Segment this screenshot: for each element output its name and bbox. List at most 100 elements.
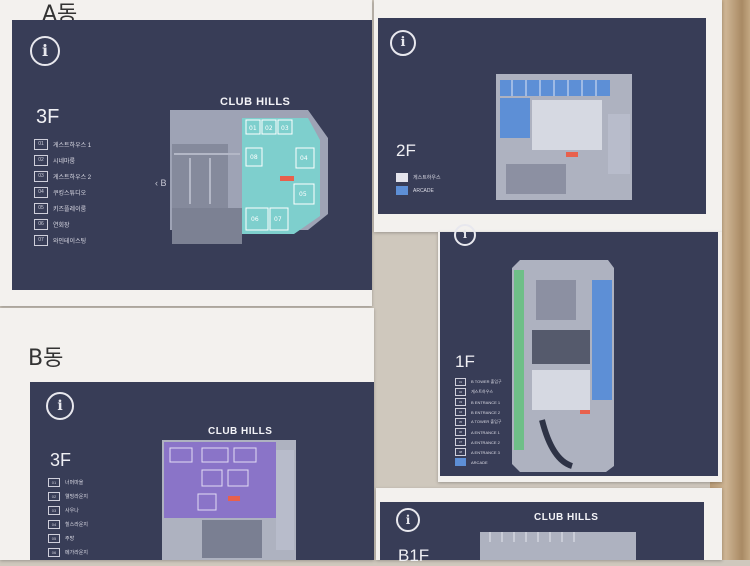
room-outlines bbox=[245, 119, 315, 231]
legend-label: A ENTRANCE 2 bbox=[471, 439, 500, 445]
legend-number: 04 bbox=[48, 520, 60, 529]
info-icon: i bbox=[30, 36, 60, 66]
legend-number: 03 bbox=[34, 171, 48, 182]
paper-b-b1f: i CLUB HILLS B1F bbox=[376, 488, 722, 565]
legend-item: 05 A TOWER 출입구 bbox=[455, 418, 502, 426]
legend-label: 게스트하우스 2 bbox=[53, 175, 92, 181]
room-number: 05 bbox=[299, 191, 307, 198]
plan-right-wing bbox=[276, 450, 294, 550]
legend-number: 02 bbox=[48, 492, 60, 501]
plan-base bbox=[480, 532, 636, 560]
plan-purple-zone bbox=[164, 442, 276, 518]
floor-plan-b-3f bbox=[162, 440, 296, 560]
legend-label: A TOWER 출입구 bbox=[471, 419, 502, 424]
floor-plan-b-b1f bbox=[480, 532, 636, 560]
legend-number: 04 bbox=[455, 408, 466, 416]
legend-number: 03 bbox=[48, 506, 60, 515]
floor-plan-a-3f: 01 02 03 04 05 06 07 08 bbox=[170, 110, 328, 244]
legend-item: 08 A ENTRANCE 3 bbox=[455, 448, 502, 456]
map-title: CLUB HILLS bbox=[220, 96, 291, 108]
room-number: 08 bbox=[250, 154, 258, 161]
direction-mark: ‹ B bbox=[155, 178, 167, 188]
legend-label: 키즈플레이룸 bbox=[53, 207, 87, 213]
legend-label: A ENTRANCE 1 bbox=[471, 429, 500, 435]
you-are-here-marker bbox=[280, 176, 294, 181]
legend-label: 연회장 bbox=[53, 223, 70, 229]
legend-item: 06 연회장 bbox=[34, 219, 91, 230]
legend-number: 08 bbox=[455, 448, 466, 456]
room-number: 02 bbox=[265, 125, 273, 132]
room-number: 01 bbox=[249, 125, 257, 132]
plan-parking bbox=[172, 208, 242, 244]
unit-lines bbox=[511, 80, 597, 96]
legend-label: 주방 bbox=[65, 536, 75, 542]
info-icon: i bbox=[390, 30, 416, 56]
floor-plan-a-1f bbox=[512, 260, 614, 472]
floor-label: 3F bbox=[36, 106, 60, 128]
plan-green-strip bbox=[514, 270, 524, 450]
legend-number: 05 bbox=[455, 418, 466, 426]
plan-right-wing bbox=[608, 114, 630, 174]
legend-label: B ENTRANCE 1 bbox=[471, 399, 501, 405]
floor-label: B1F bbox=[398, 546, 430, 565]
handwritten-b-building: B동 bbox=[28, 346, 64, 371]
legend-number: 01 bbox=[455, 378, 466, 386]
you-are-here-marker bbox=[580, 410, 590, 414]
floor-label: 3F bbox=[50, 450, 72, 470]
legend-number: 06 bbox=[48, 548, 60, 557]
room-number: 06 bbox=[251, 216, 259, 223]
legend-item: ARCADE bbox=[455, 458, 502, 466]
plan-parking-ramp bbox=[532, 330, 590, 364]
guesthouse-swatch bbox=[396, 173, 408, 182]
plan-core bbox=[202, 520, 262, 558]
legend-label: A ENTRANCE 3 bbox=[471, 449, 500, 455]
legend-label: 와인테이스팅 bbox=[53, 239, 87, 245]
legend-label: 게스트하우스 bbox=[471, 389, 494, 394]
plan-light-zone bbox=[532, 100, 602, 150]
plan-light-zone bbox=[532, 370, 590, 410]
legend-number: 03 bbox=[455, 398, 466, 406]
info-icon: i bbox=[454, 224, 476, 246]
legend-item: 03 B ENTRANCE 1 bbox=[455, 398, 502, 406]
arcade-swatch bbox=[455, 458, 466, 466]
legend-label: 사우나 bbox=[65, 508, 79, 514]
legend-item: 06 A ENTRANCE 1 bbox=[455, 428, 502, 436]
legend-number: 06 bbox=[455, 428, 466, 436]
room-number: 07 bbox=[274, 216, 282, 223]
you-are-here-marker bbox=[566, 152, 578, 157]
legend-number: 06 bbox=[34, 219, 48, 230]
legend-number: 04 bbox=[34, 187, 48, 198]
legend-number: 05 bbox=[48, 534, 60, 543]
map-title: CLUB HILLS bbox=[208, 426, 273, 437]
legend-item: 05 주방 bbox=[48, 534, 88, 543]
info-icon: i bbox=[396, 508, 420, 532]
plan-arcade-zone bbox=[592, 280, 612, 400]
map-title: CLUB HILLS bbox=[534, 512, 599, 523]
legend-number: 01 bbox=[34, 139, 48, 150]
plan-blue-block bbox=[500, 98, 530, 138]
room-outlines bbox=[169, 447, 257, 511]
plan-corridors bbox=[174, 153, 240, 204]
legend-label: 게스트하우스 1 bbox=[53, 143, 92, 149]
legend-label: ARCADE bbox=[471, 459, 488, 465]
legend-number: 01 bbox=[48, 478, 60, 487]
arcade-swatch bbox=[396, 186, 408, 195]
legend-item: 01 게스트하우스 1 bbox=[34, 139, 91, 150]
info-icon: i bbox=[46, 392, 74, 420]
legend-label: 시네마룸 bbox=[53, 159, 76, 165]
